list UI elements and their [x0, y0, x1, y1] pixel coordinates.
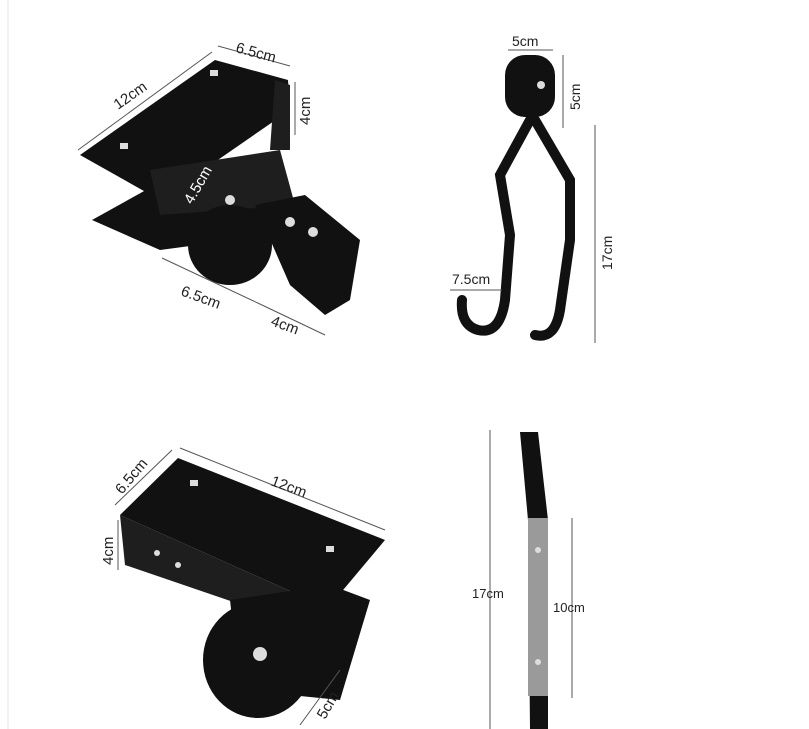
dim-label: 6.5cm — [234, 39, 278, 66]
dim-label: 12cm — [111, 78, 151, 113]
dim-label: 4cm — [297, 97, 314, 125]
hook-pulley — [505, 55, 555, 117]
dim-label: 4cm — [269, 313, 301, 339]
dim-label: 17cm — [599, 236, 615, 270]
dim-label: 17cm — [472, 586, 504, 601]
mount-hole — [120, 143, 128, 149]
bracket-top-plate — [80, 60, 290, 200]
hook-right-arm — [530, 115, 575, 341]
hook-left-arm — [456, 115, 535, 336]
dim-label: 10cm — [553, 600, 585, 615]
pulley-wheel — [188, 205, 272, 285]
screw — [308, 227, 318, 237]
pulley-guard — [255, 195, 360, 315]
bracket-middle — [150, 150, 295, 215]
side-plate: 17cm 10cm — [472, 430, 585, 729]
double-hook: 5cm 5cm 17cm 7.5cm — [450, 33, 615, 343]
bottom-left-bracket: 6.5cm 12cm 4cm 5cm — [100, 447, 386, 726]
mount-hole — [210, 70, 218, 76]
dim-label: 7.5cm — [452, 271, 490, 287]
screw — [285, 217, 295, 227]
top-left-bracket: 12cm 6.5cm 4cm 4.5cm 6.5cm 4cm — [77, 39, 360, 339]
bracket-side — [270, 80, 290, 150]
plate-metal — [528, 518, 548, 696]
screw — [225, 195, 235, 205]
dim-label: 5cm — [567, 84, 583, 110]
dim-label: 4cm — [100, 537, 117, 565]
dim-label: 5cm — [512, 33, 538, 49]
bracket-top-plate — [120, 458, 385, 608]
dim-label: 6.5cm — [179, 283, 223, 313]
